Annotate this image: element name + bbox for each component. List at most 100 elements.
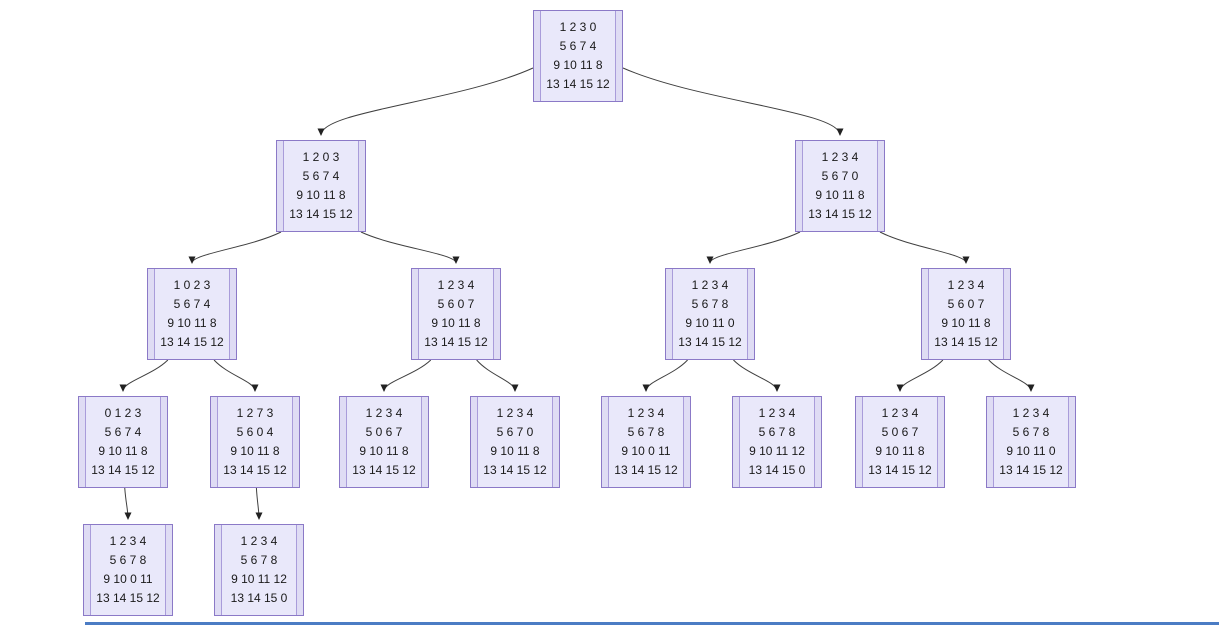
puzzle-row: 0 1 2 3 — [104, 406, 142, 420]
puzzle-state-node: 1 2 3 4 5 6 7 8 9 10 0 11 13 14 15 12 — [601, 396, 691, 488]
puzzle-row: 13 14 15 12 — [223, 463, 287, 477]
puzzle-row: 13 14 15 12 — [546, 77, 610, 91]
puzzle-row: 5 6 7 8 — [758, 425, 796, 439]
puzzle-row: 1 2 3 4 — [821, 150, 859, 164]
puzzle-state-node: 1 2 3 4 5 0 6 7 9 10 11 8 13 14 15 12 — [339, 396, 429, 488]
puzzle-state-node: 1 2 7 3 5 6 0 4 9 10 11 8 13 14 15 12 — [210, 396, 300, 488]
puzzle-row: 5 0 6 7 — [365, 425, 403, 439]
puzzle-row: 1 2 3 4 — [691, 278, 729, 292]
tree-edge — [988, 359, 1035, 392]
tree-edge — [733, 359, 781, 392]
puzzle-row: 9 10 11 8 — [230, 444, 280, 458]
puzzle-row: 5 6 7 4 — [173, 297, 211, 311]
tree-edge — [380, 359, 432, 392]
puzzle-state-node: 1 2 3 4 5 6 7 8 9 10 11 0 13 14 15 12 — [986, 396, 1076, 488]
puzzle-row: 5 6 0 7 — [437, 297, 475, 311]
puzzle-row: 9 10 11 8 — [941, 316, 991, 330]
puzzle-row: 9 10 11 12 — [231, 572, 287, 586]
puzzle-state-node: 1 2 3 4 5 0 6 7 9 10 11 8 13 14 15 12 — [855, 396, 945, 488]
puzzle-row: 5 6 7 0 — [496, 425, 534, 439]
puzzle-state-node: 1 2 0 3 5 6 7 4 9 10 11 8 13 14 15 12 — [276, 140, 366, 232]
puzzle-row: 9 10 11 0 — [685, 316, 735, 330]
puzzle-row: 1 2 3 4 — [881, 406, 919, 420]
puzzle-row: 13 14 15 12 — [868, 463, 932, 477]
puzzle-state-node: 0 1 2 3 5 6 7 4 9 10 11 8 13 14 15 12 — [78, 396, 168, 488]
tree-edge — [879, 231, 970, 264]
puzzle-row: 13 14 15 12 — [352, 463, 416, 477]
puzzle-row: 13 14 15 12 — [934, 335, 998, 349]
puzzle-row: 9 10 0 11 — [621, 444, 671, 458]
puzzle-row: 13 14 15 12 — [614, 463, 678, 477]
puzzle-row: 1 0 2 3 — [173, 278, 211, 292]
puzzle-row: 5 6 7 8 — [1012, 425, 1050, 439]
puzzle-state-node: 1 2 3 4 5 6 0 7 9 10 11 8 13 14 15 12 — [411, 268, 501, 360]
puzzle-row: 1 2 3 4 — [1012, 406, 1050, 420]
tree-edge — [896, 359, 944, 392]
puzzle-row: 5 0 6 7 — [881, 425, 919, 439]
puzzle-row: 1 2 7 3 — [236, 406, 274, 420]
puzzle-row: 5 6 7 8 — [691, 297, 729, 311]
tree-edge — [124, 487, 132, 520]
puzzle-row: 1 2 3 4 — [109, 534, 147, 548]
tree-edge — [642, 359, 688, 392]
puzzle-row: 5 6 7 4 — [559, 39, 597, 53]
puzzle-row: 13 14 15 12 — [424, 335, 488, 349]
tree-edge — [119, 359, 169, 392]
puzzle-state-node: 1 2 3 4 5 6 7 8 9 10 0 11 13 14 15 12 — [83, 524, 173, 616]
puzzle-row: 13 14 15 12 — [999, 463, 1063, 477]
puzzle-row: 9 10 11 8 — [553, 58, 603, 72]
puzzle-row: 5 6 0 7 — [947, 297, 985, 311]
puzzle-row: 1 2 3 4 — [496, 406, 534, 420]
puzzle-row: 9 10 11 8 — [296, 188, 346, 202]
puzzle-row: 5 6 7 4 — [104, 425, 142, 439]
puzzle-row: 13 14 15 12 — [808, 207, 872, 221]
puzzle-state-node: 1 2 3 4 5 6 7 8 9 10 11 12 13 14 15 0 — [214, 524, 304, 616]
puzzle-row: 1 2 3 0 — [559, 20, 597, 34]
puzzle-row: 5 6 7 4 — [302, 169, 340, 183]
puzzle-row: 1 2 3 4 — [627, 406, 665, 420]
puzzle-row: 1 2 3 4 — [240, 534, 278, 548]
puzzle-state-node: 1 2 3 0 5 6 7 4 9 10 11 8 13 14 15 12 — [533, 10, 623, 102]
puzzle-row: 9 10 0 11 — [103, 572, 153, 586]
puzzle-row: 9 10 11 8 — [359, 444, 409, 458]
puzzle-row: 13 14 15 12 — [96, 591, 160, 605]
puzzle-row: 9 10 11 8 — [875, 444, 925, 458]
puzzle-row: 1 2 3 4 — [365, 406, 403, 420]
tree-edge — [188, 231, 282, 264]
puzzle-row: 9 10 11 8 — [490, 444, 540, 458]
puzzle-row: 1 2 0 3 — [302, 150, 340, 164]
tree-edge — [213, 359, 259, 392]
puzzle-row: 5 6 7 0 — [821, 169, 859, 183]
puzzle-row: 5 6 0 4 — [236, 425, 274, 439]
puzzle-row: 9 10 11 8 — [431, 316, 481, 330]
puzzle-state-node: 1 2 3 4 5 6 0 7 9 10 11 8 13 14 15 12 — [921, 268, 1011, 360]
puzzle-row: 9 10 11 8 — [98, 444, 148, 458]
tree-edge — [255, 487, 263, 520]
puzzle-row: 13 14 15 0 — [230, 591, 288, 605]
puzzle-row: 9 10 11 8 — [167, 316, 217, 330]
puzzle-row: 1 2 3 4 — [947, 278, 985, 292]
tree-edge — [317, 67, 534, 136]
tree-edge — [622, 67, 844, 136]
puzzle-row: 5 6 7 8 — [240, 553, 278, 567]
puzzle-row: 1 2 3 4 — [758, 406, 796, 420]
puzzle-row: 13 14 15 0 — [748, 463, 806, 477]
puzzle-state-node: 1 2 3 4 5 6 7 8 9 10 11 12 13 14 15 0 — [732, 396, 822, 488]
tree-edge — [360, 231, 460, 264]
puzzle-state-node: 1 0 2 3 5 6 7 4 9 10 11 8 13 14 15 12 — [147, 268, 237, 360]
puzzle-row: 9 10 11 12 — [749, 444, 805, 458]
tree-edge — [476, 359, 519, 392]
window-edge-strip — [85, 622, 1219, 625]
puzzle-row: 1 2 3 4 — [437, 278, 475, 292]
puzzle-row: 9 10 11 0 — [1006, 444, 1056, 458]
puzzle-row: 5 6 7 8 — [627, 425, 665, 439]
puzzle-row: 13 14 15 12 — [91, 463, 155, 477]
puzzle-row: 5 6 7 8 — [109, 553, 147, 567]
tree-edge — [706, 231, 801, 264]
puzzle-row: 13 14 15 12 — [160, 335, 224, 349]
puzzle-row: 13 14 15 12 — [289, 207, 353, 221]
puzzle-row: 13 14 15 12 — [678, 335, 742, 349]
